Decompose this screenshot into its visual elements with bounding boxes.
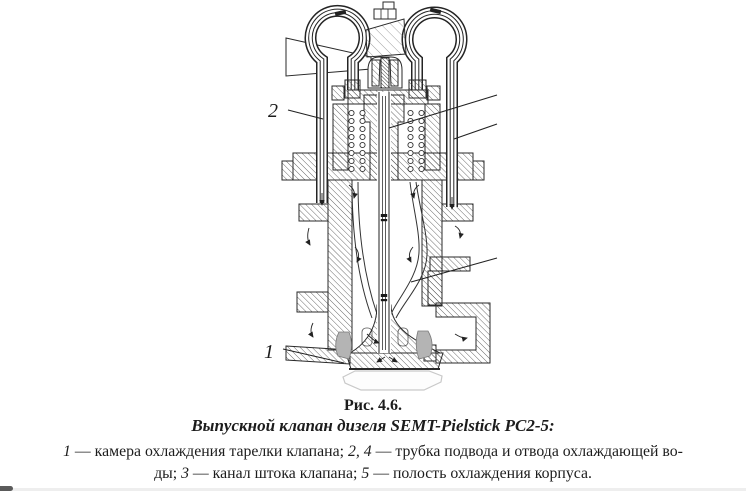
flow-arrows [305, 184, 468, 363]
legend-text-segment: — полость охлаждения корпуса. [369, 465, 592, 482]
figure-legend-line-2: ды; 3 — канал штока клапана; 5 — полость… [0, 463, 746, 484]
valve-stem [377, 92, 391, 353]
scan-artifact-line [0, 488, 746, 491]
legend-text-segment: 5 [361, 465, 370, 482]
legend-text-segment: ды; [154, 465, 182, 482]
legend-text-segment: 1 [63, 443, 71, 460]
figure-title: Выпускной клапан дизеля SEMT-Pielstick P… [191, 416, 555, 435]
valve-disc [345, 304, 444, 370]
legend-text-segment: — трубка подвода и отвода охлаждающей во… [371, 443, 683, 460]
stud-nut [373, 8, 397, 20]
cooling-tube-left-loop [304, 4, 371, 200]
cooling-tube-right-loop [401, 6, 468, 207]
tappet-block [365, 18, 407, 58]
callout-1-label: 1 [264, 341, 274, 363]
spring-coils [348, 109, 425, 173]
combustion-face-outline [342, 370, 443, 391]
legend-text-segment: 3 [181, 465, 189, 482]
callout-2-label: 2 [268, 100, 278, 122]
disc-cooling-pockets [335, 330, 433, 360]
legend-text-segment: — камера охлаждения тарелки клапана; [70, 443, 348, 460]
callout-1: 1 [264, 341, 345, 364]
valve-spring-assembly [331, 79, 441, 181]
legend-text-segment: 2, 4 [347, 443, 372, 460]
leader-lines-right [388, 94, 498, 283]
figure-number-heading: Рис. 4.6. [343, 397, 403, 414]
valve-top-assembly [365, 1, 407, 89]
stud-tip [382, 1, 395, 10]
scan-artifact-smudge [0, 486, 13, 491]
legend-text-segment: — канал штока клапана; [188, 465, 362, 482]
figure-legend-line-1: 1 — камера охлаждения тарелки клапана; 2… [0, 441, 746, 462]
exhaust-valve-sectional-drawing: 2 1 [264, 1, 498, 391]
callout-2: 2 [268, 100, 324, 122]
